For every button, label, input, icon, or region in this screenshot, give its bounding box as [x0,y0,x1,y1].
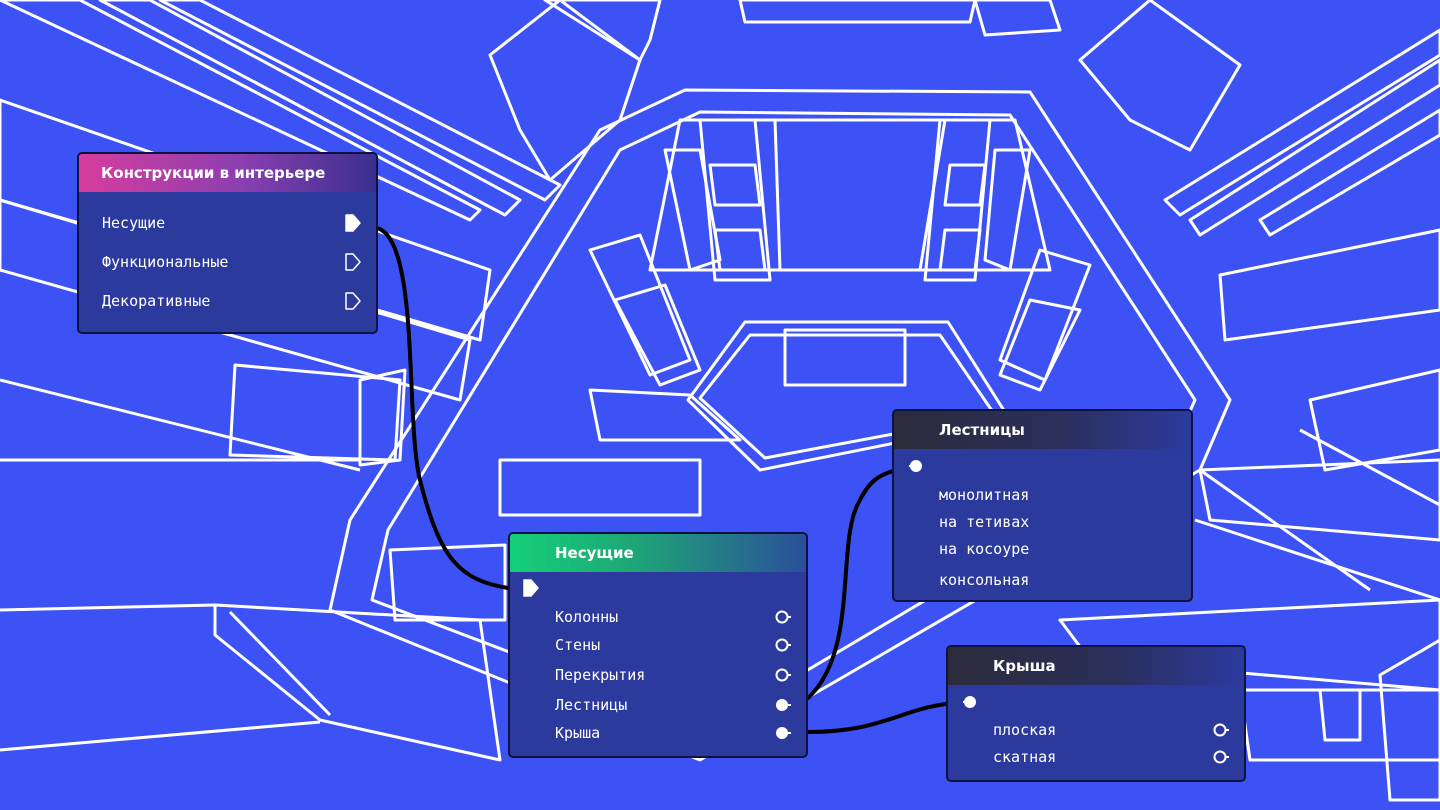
output-port-empty-icon[interactable] [1212,747,1230,767]
stairs-node[interactable]: Лестницы монолитная на тетивах на косоур… [892,409,1193,602]
stairs-item-stringers[interactable]: на тетивах [894,510,1191,534]
item-label: монолитная [939,486,1030,504]
constructions-item-load-bearing[interactable]: Несущие [79,211,376,235]
input-port-filled-icon[interactable] [960,692,980,712]
stairs-item-kosour[interactable]: на косоуре [894,537,1191,561]
load-bearing-item-walls[interactable]: Стены [510,633,806,657]
constructions-node-title[interactable]: Конструкции в интерьере [79,154,376,192]
item-label: Крыша [555,724,601,742]
output-port-filled-icon[interactable] [344,213,362,233]
input-port-filled-icon[interactable] [522,578,540,598]
item-label: консольная [939,571,1030,589]
output-port-empty-icon[interactable] [774,607,792,627]
output-port-empty-icon[interactable] [344,252,362,272]
item-label: Лестницы [555,696,628,714]
roof-item-flat[interactable]: плоская [948,718,1244,742]
load-bearing-item-stairs[interactable]: Лестницы [510,693,806,717]
item-label: Стены [555,636,601,654]
load-bearing-item-columns[interactable]: Колонны [510,605,806,629]
load-bearing-node-title[interactable]: Несущие [510,534,806,572]
roof-node[interactable]: Крыша плоская скатная [946,645,1246,782]
item-label: Колонны [555,608,619,626]
output-port-empty-icon[interactable] [774,635,792,655]
output-port-empty-icon[interactable] [344,291,362,311]
stairs-node-title[interactable]: Лестницы [894,411,1191,449]
constructions-item-functional[interactable]: Функциональные [79,250,376,274]
constructions-item-decorative[interactable]: Декоративные [79,289,376,313]
roof-item-pitched[interactable]: скатная [948,745,1244,769]
load-bearing-item-floors[interactable]: Перекрытия [510,663,806,687]
output-port-empty-icon[interactable] [774,665,792,685]
output-port-empty-icon[interactable] [1212,720,1230,740]
item-label: на косоуре [939,540,1030,558]
output-port-filled-icon[interactable] [774,723,792,743]
input-port-filled-icon[interactable] [906,456,926,476]
stairs-item-monolithic[interactable]: монолитная [894,483,1191,507]
item-label: на тетивах [939,513,1030,531]
roof-node-title[interactable]: Крыша [948,647,1244,685]
load-bearing-item-roof[interactable]: Крыша [510,721,806,745]
item-label: Декоративные [102,292,211,310]
item-label: Несущие [102,214,166,232]
constructions-node[interactable]: Конструкции в интерьере Несущие Функцион… [77,152,378,334]
output-port-filled-icon[interactable] [774,695,792,715]
item-label: Функциональные [102,253,229,271]
load-bearing-node[interactable]: Несущие Колонны Стены Перекрытия Лестниц… [508,532,808,758]
item-label: Перекрытия [555,666,646,684]
item-label: скатная [993,748,1057,766]
stairs-item-cantilever[interactable]: консольная [894,568,1191,592]
item-label: плоская [993,721,1057,739]
